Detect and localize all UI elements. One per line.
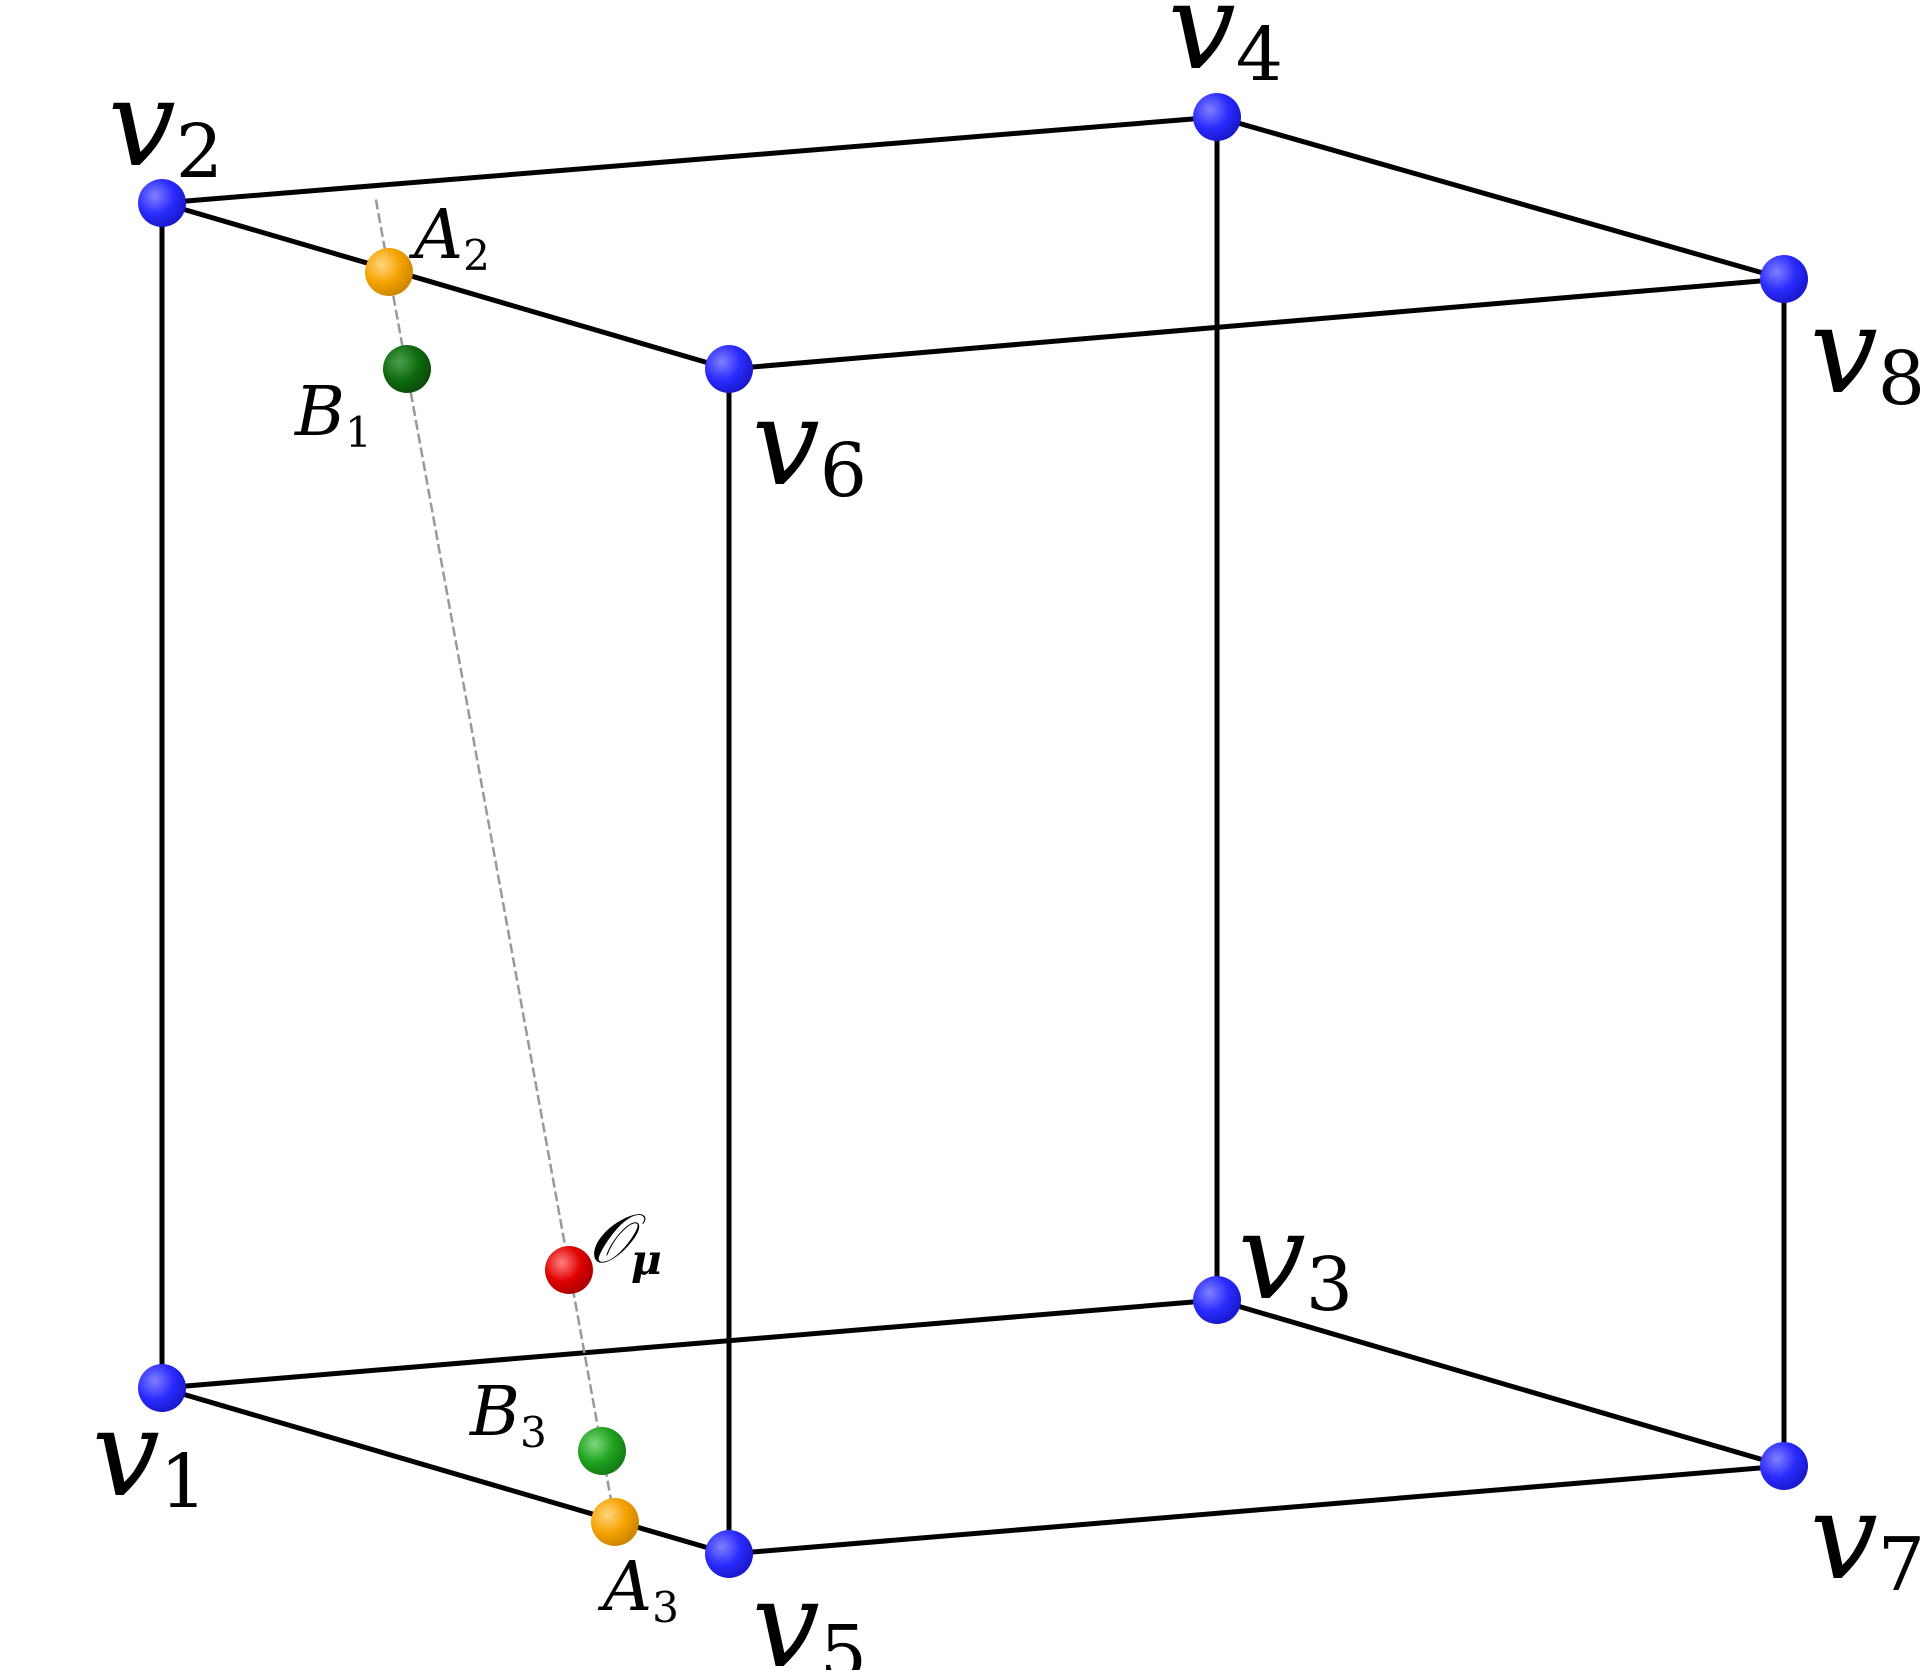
vertex-label-main-v1: v [92,1385,160,1524]
vertex-v7 [1760,1442,1808,1490]
vertex-label-v4: v4 [1168,0,1283,98]
vertex-label-v5: v5 [752,1556,867,1670]
cube-edges [159,114,1787,1557]
point-label-main-B1: B [293,373,345,452]
edge-v3-v7 [1214,1297,1787,1469]
point-label-B3: B3 [468,1373,547,1457]
vertex-label-main-v5: v [752,1556,820,1670]
vertex-label-main-v2: v [108,55,176,194]
vertex-label-v2: v2 [108,55,223,195]
point-label-sub-A3: 3 [652,1583,679,1632]
vertex-label-main-v8: v [1810,282,1878,421]
vertex-label-main-v3: v [1238,1188,1306,1327]
edge-v4-v8 [1214,114,1787,282]
point-label-A3: A3 [597,1548,679,1632]
vertex-label-v6: v6 [752,374,867,514]
nodes-layer [138,93,1808,1578]
vertex-v3 [1193,1276,1241,1324]
vertex-label-v8: v8 [1810,282,1925,422]
vertex-label-sub-v3: 3 [1306,1241,1353,1328]
vertex-label-sub-v1: 1 [160,1438,207,1525]
point-label-B1: B1 [293,373,372,457]
edge-v1-v3 [159,1297,1220,1391]
vertex-label-v1: v1 [92,1385,207,1525]
vertex-label-main-v6: v [752,374,820,513]
edge-v1-v5 [159,1385,732,1557]
vertex-v8 [1760,255,1808,303]
point-label-sub-O: μ [631,1234,662,1284]
point-label-main-A3: A [597,1548,652,1627]
vertex-label-sub-v5: 5 [820,1609,867,1670]
vertex-label-sub-v2: 2 [176,108,223,195]
vertex-v5 [705,1530,753,1578]
vertex-label-v7: v7 [1810,1468,1925,1608]
point-label-sub-A2: 2 [463,231,490,280]
point-label-main-B3: B [468,1373,520,1452]
dashed-segment-layer [374,199,617,1523]
vertex-label-sub-v7: 7 [1878,1521,1925,1608]
point-label-main-A2: A [408,196,463,275]
vertex-label-v3: v3 [1238,1188,1353,1328]
vertex-v2 [138,179,186,227]
vertex-label-sub-v6: 6 [820,427,867,514]
point-label-sub-B3: 3 [520,1408,547,1457]
point-O [545,1246,593,1294]
vertex-v6 [705,345,753,393]
edge-v5-v7 [726,1463,1787,1557]
point-B3 [578,1427,626,1475]
vertex-label-sub-v8: 8 [1878,335,1925,422]
point-label-A2: A2 [408,196,490,280]
vertex-label-main-v7: v [1810,1468,1878,1607]
vertex-v4 [1193,93,1241,141]
vertex-label-main-v4: v [1168,0,1236,97]
edge-v6-v8 [726,276,1787,372]
point-label-O: 𝒪μ [588,1200,662,1284]
vertex-v1 [138,1364,186,1412]
point-A2 [365,248,413,296]
point-label-sub-B1: 1 [345,408,372,457]
vertex-label-sub-v4: 4 [1236,11,1283,98]
dashed-line-A2-A3 [374,199,617,1523]
edge-v2-v6 [159,200,732,372]
point-B1 [383,345,431,393]
edge-v2-v4 [159,114,1220,206]
point-A3 [591,1498,639,1546]
